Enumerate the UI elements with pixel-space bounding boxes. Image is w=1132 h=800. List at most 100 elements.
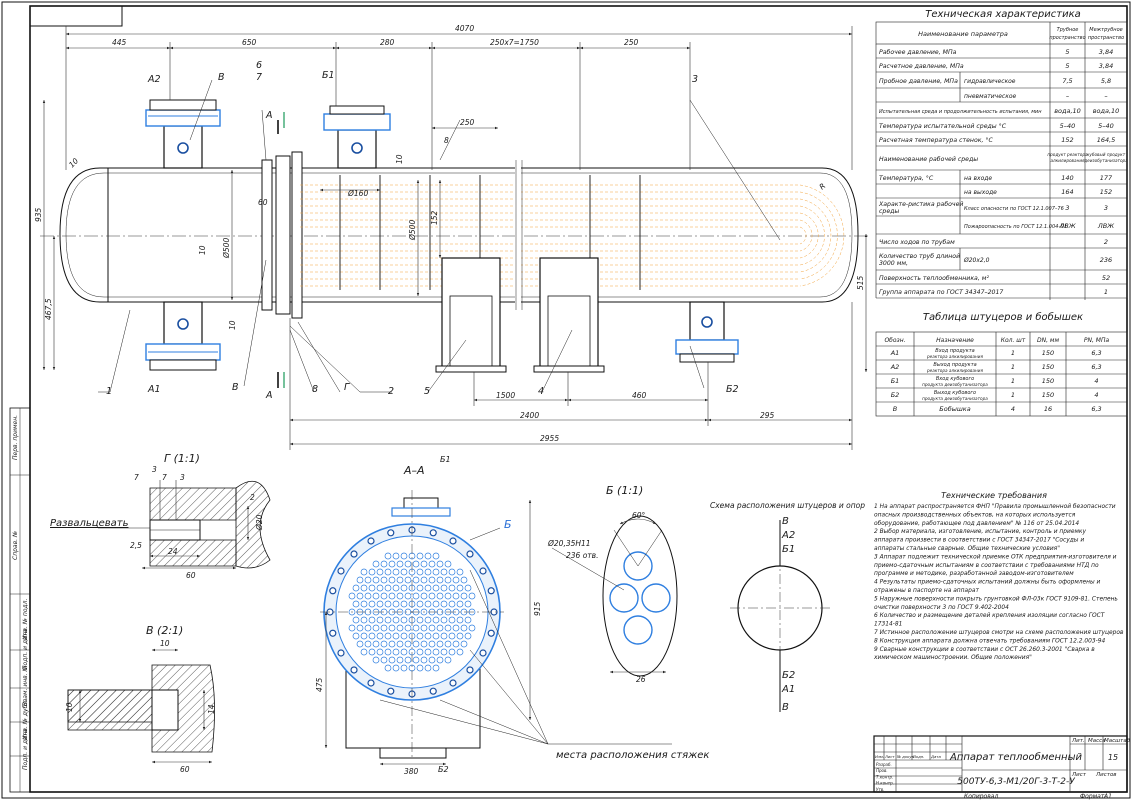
table-cell: 1 <box>1011 349 1015 357</box>
requirement-line: приемо-сдаточным испытаниям в соответств… <box>874 563 1099 569</box>
tube-hole <box>412 560 420 568</box>
row-label: Расчетная температура стенок, °С <box>879 136 994 144</box>
tube-hole <box>356 592 364 600</box>
tube-hole <box>384 648 392 656</box>
tube-hole <box>356 624 364 632</box>
bolt-hole <box>479 649 487 657</box>
bolt-hole <box>429 687 437 695</box>
tube-hole <box>416 584 424 592</box>
label-text: Формат <box>1080 793 1105 800</box>
tube-hole <box>368 648 376 656</box>
row-value-shell: 3 <box>1104 204 1108 212</box>
tube-hole <box>392 552 400 560</box>
tube-hole <box>452 592 460 600</box>
bolt-hole <box>429 529 437 537</box>
label-text: 7 <box>256 72 262 83</box>
tube-hole <box>384 584 392 592</box>
nozzle-a1 <box>145 301 221 371</box>
label-text: А <box>265 110 273 121</box>
table-cell: 1 <box>1011 377 1015 385</box>
bolt-hole <box>466 666 474 674</box>
row-value-shell: 5,8 <box>1101 77 1111 85</box>
row-value-shell: 52 <box>1102 274 1110 282</box>
table-cell: 4 <box>1011 405 1015 413</box>
tube-hole <box>360 632 368 640</box>
side-stamps: Подп. и дата Инв. № дубл. Взам. инв. № П… <box>9 407 31 793</box>
label-text: Техническая характеристика <box>925 9 1081 20</box>
requirement-line: 17314-81 <box>874 622 902 628</box>
label-text: 650 <box>242 38 257 47</box>
tube-hole <box>416 568 424 576</box>
bolt-hole <box>387 529 395 537</box>
tube-hole <box>412 576 420 584</box>
tube-hole <box>360 584 368 592</box>
tube-hole <box>420 560 428 568</box>
tube-hole <box>376 648 384 656</box>
label-text: 10 <box>395 154 404 164</box>
tube-hole <box>412 592 420 600</box>
tube-hole <box>444 592 452 600</box>
label-text: В <box>232 382 239 393</box>
tube-hole <box>392 584 400 592</box>
tube-hole <box>420 576 428 584</box>
label-text: Масштаб <box>1104 738 1131 744</box>
tube-hole <box>400 632 408 640</box>
label-text: 380 <box>404 767 419 776</box>
table-cell: В <box>893 405 898 413</box>
tube-hole <box>424 616 432 624</box>
row-sublabel: на входе <box>964 175 992 182</box>
row-label: Наименование рабочей среды <box>879 155 978 163</box>
label-text: А2 <box>781 530 795 541</box>
requirement-line: аппараты стальные сварные. Общие техниче… <box>874 546 1060 552</box>
label-text: 236 отв. <box>566 551 598 560</box>
row-value-shell: 1 <box>1104 288 1108 296</box>
tube-hole <box>404 640 412 648</box>
tube-hole <box>380 560 388 568</box>
requirement-line: 5 Наружные поверхности покрыть грунтовко… <box>874 596 1118 602</box>
label-text: 60° <box>632 511 646 520</box>
label-text: Б <box>504 518 512 531</box>
nozzle-a2 <box>145 99 221 169</box>
table-cell: А1 <box>890 349 900 357</box>
label-text: Г <box>344 382 350 393</box>
title-block-label: Н.контр. <box>876 781 894 786</box>
row-value-tube: 5–40 <box>1060 122 1076 130</box>
label-text: А1 <box>147 384 161 395</box>
tube-hole <box>456 568 464 576</box>
tube-hole <box>424 568 432 576</box>
bolt-hole <box>367 537 375 545</box>
row-value-shell: вода,10 <box>1093 107 1120 115</box>
tube-hole <box>452 624 460 632</box>
bolt-hole <box>367 679 375 687</box>
tube-hole <box>372 656 380 664</box>
label-text: А2 <box>147 74 161 85</box>
tube-hole <box>368 600 376 608</box>
tube-hole <box>392 616 400 624</box>
tube-hole <box>448 616 456 624</box>
label-text: Масса <box>1088 738 1106 744</box>
tube-hole <box>452 640 460 648</box>
column-header: DN, мм <box>1037 337 1059 344</box>
label-text: Копировал <box>964 793 998 800</box>
tube-hole <box>416 552 424 560</box>
tube-hole <box>460 624 468 632</box>
nozzle-scheme: Схема расположения штуцеров и опор В А2 … <box>710 501 865 713</box>
tube-hole <box>416 648 424 656</box>
row-sublabel: Ø20х2,0 <box>963 257 990 264</box>
view-v: В (2:1) 10 10 14 60 <box>65 624 216 774</box>
row-label: Группа аппарата по ГОСТ 34347–2017 <box>879 289 1003 296</box>
tube-hole <box>396 656 404 664</box>
support-5 <box>435 257 507 373</box>
bolt-hole <box>487 587 495 595</box>
tube-hole <box>368 632 376 640</box>
tube-hole <box>352 632 360 640</box>
row-label: Характе-ристика рабочей <box>878 200 963 208</box>
row-value-shell: кубовый продукт <box>1087 152 1126 157</box>
label-text: 152 <box>430 210 439 225</box>
label-text: Ø20,35Н11 <box>547 539 591 548</box>
bolt-hole <box>329 629 337 637</box>
label-text: 250х7=1750 <box>490 38 539 47</box>
tube-hole <box>464 584 472 592</box>
label-text: Ø20 <box>255 514 264 531</box>
requirement-line: 4 Результаты приемо-сдаточных испытаний … <box>874 580 1101 586</box>
